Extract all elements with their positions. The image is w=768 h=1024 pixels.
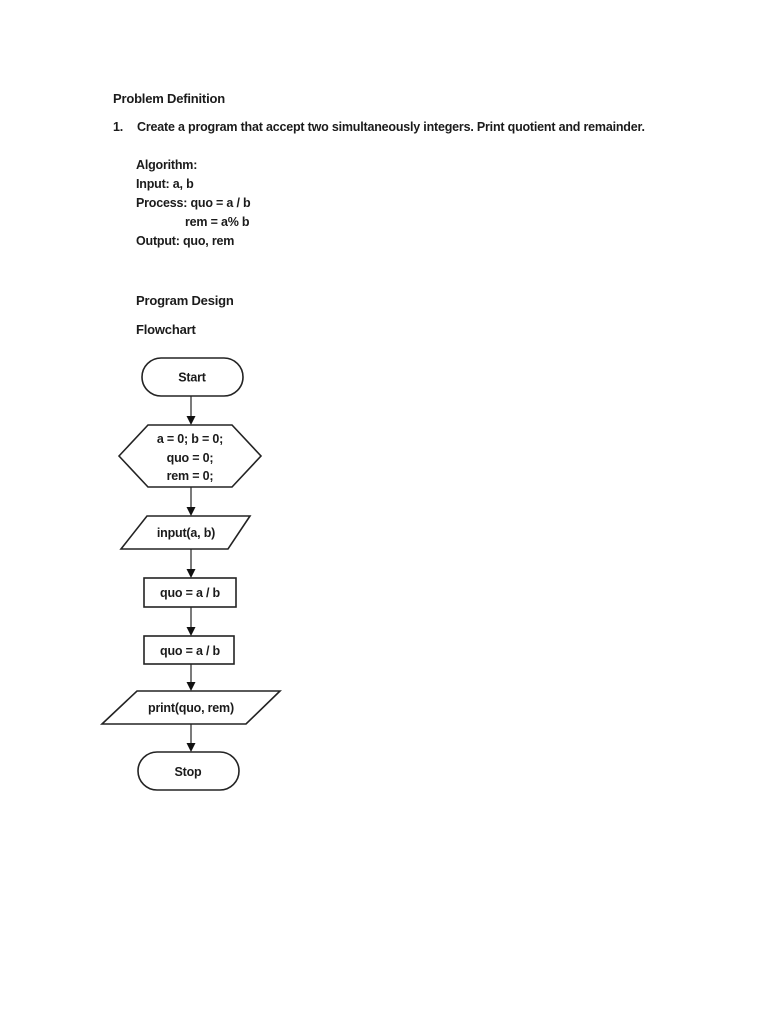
flowchart-heading: Flowchart	[136, 322, 196, 337]
flowchart-node-init-line2: quo = 0;	[167, 451, 214, 465]
flowchart-node-start-label: Start	[178, 371, 207, 385]
flowchart-node-start: Start	[141, 357, 244, 397]
list-item-number: 1.	[113, 120, 124, 134]
flowchart-node-stop: Stop	[137, 751, 240, 791]
flowchart-node-init-line3: rem = 0;	[167, 469, 214, 483]
flow-arrow	[186, 549, 196, 578]
problem-definition-heading: Problem Definition	[113, 91, 225, 106]
flowchart-node-print-label: print(quo, rem)	[148, 701, 234, 715]
flowchart-node-init: a = 0; b = 0; quo = 0; rem = 0;	[117, 424, 263, 488]
flow-arrow	[186, 664, 196, 691]
algorithm-title: Algorithm:	[136, 158, 198, 172]
flowchart-diagram: Start a = 0; b = 0; quo = 0; rem = 0; in…	[99, 357, 282, 791]
flow-arrow	[186, 724, 196, 752]
flowchart-node-print: print(quo, rem)	[99, 690, 282, 725]
flow-arrow	[186, 396, 196, 425]
flowchart-node-input-label: input(a, b)	[157, 526, 215, 540]
algorithm-input-line: Input: a, b	[136, 177, 194, 191]
flowchart-node-init-line1: a = 0; b = 0;	[157, 432, 223, 446]
problem-statement-line: 1. Create a program that accept two simu…	[113, 120, 645, 134]
algorithm-block: Algorithm: Input: a, b Process: quo = a …	[136, 156, 251, 251]
program-design-heading: Program Design	[136, 293, 234, 308]
flowchart-node-process-1-label: quo = a / b	[160, 586, 221, 600]
flow-arrow	[186, 607, 196, 636]
algorithm-output-line: Output: quo, rem	[136, 234, 235, 248]
flow-arrow	[186, 487, 196, 516]
flowchart-node-process-1: quo = a / b	[143, 577, 237, 608]
algorithm-process-line-2: rem = a% b	[185, 215, 250, 229]
flowchart-node-process-2: quo = a / b	[143, 635, 235, 665]
flowchart-node-process-2-label: quo = a / b	[160, 644, 221, 658]
flowchart-node-stop-label: Stop	[175, 765, 203, 779]
algorithm-process-line: Process: quo = a / b	[136, 196, 251, 210]
problem-statement-text: Create a program that accept two simulta…	[137, 120, 645, 134]
flowchart-node-input: input(a, b)	[119, 515, 252, 550]
